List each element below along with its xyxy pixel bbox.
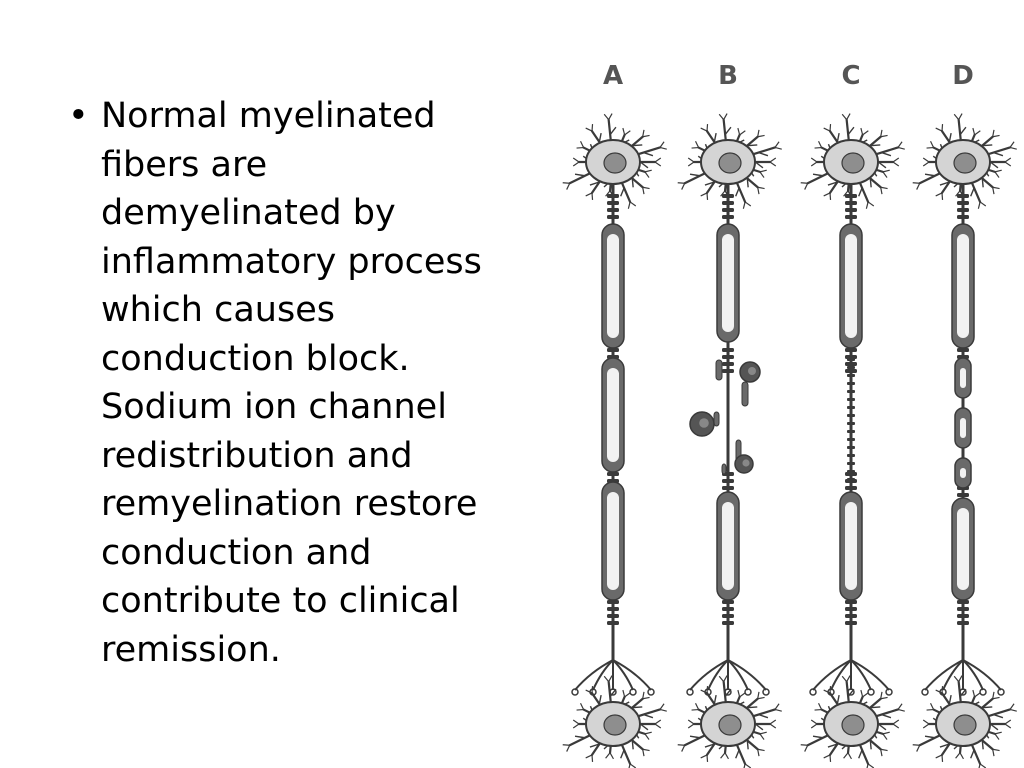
neuron-panel-b: B xyxy=(677,61,782,768)
panel-label: A xyxy=(603,61,623,91)
neuron-panel-d: D xyxy=(912,61,1017,768)
neuron-panel-c: C xyxy=(800,61,905,768)
neuron-panel-a: A xyxy=(562,61,667,768)
neuron-demyelination-figure: A B C D xyxy=(562,61,1017,768)
bullet-text: Normal myelinated fibers are demyelinate… xyxy=(101,96,482,670)
bullet-dot: • xyxy=(68,96,89,136)
panel-label: B xyxy=(718,61,738,91)
panel-label: D xyxy=(952,61,974,91)
panel-label: C xyxy=(841,61,860,91)
text-area: • Normal myelinated fibers are demyelina… xyxy=(68,92,518,674)
bullet-item: • Normal myelinated fibers are demyelina… xyxy=(68,92,518,674)
